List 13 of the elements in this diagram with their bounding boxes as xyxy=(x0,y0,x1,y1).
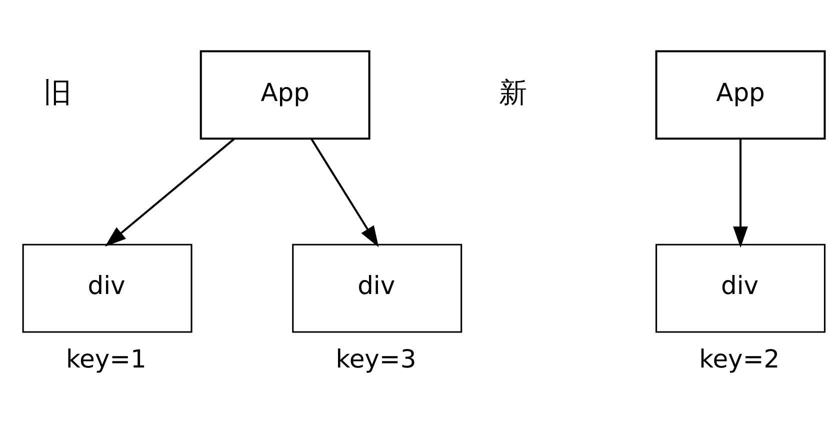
node-box: div xyxy=(656,244,826,333)
node-box: App xyxy=(655,50,826,140)
node-label: key=1 xyxy=(66,344,146,374)
arrow xyxy=(104,138,235,247)
node-box: App xyxy=(200,50,370,140)
arrow xyxy=(733,138,748,248)
node-label: key=2 xyxy=(699,344,780,374)
label: 新 xyxy=(498,76,527,109)
node-label: key=3 xyxy=(336,344,416,374)
node-box: div xyxy=(292,244,462,333)
node-box: div xyxy=(22,244,192,333)
arrow xyxy=(310,138,379,248)
label: 旧 xyxy=(43,76,72,109)
